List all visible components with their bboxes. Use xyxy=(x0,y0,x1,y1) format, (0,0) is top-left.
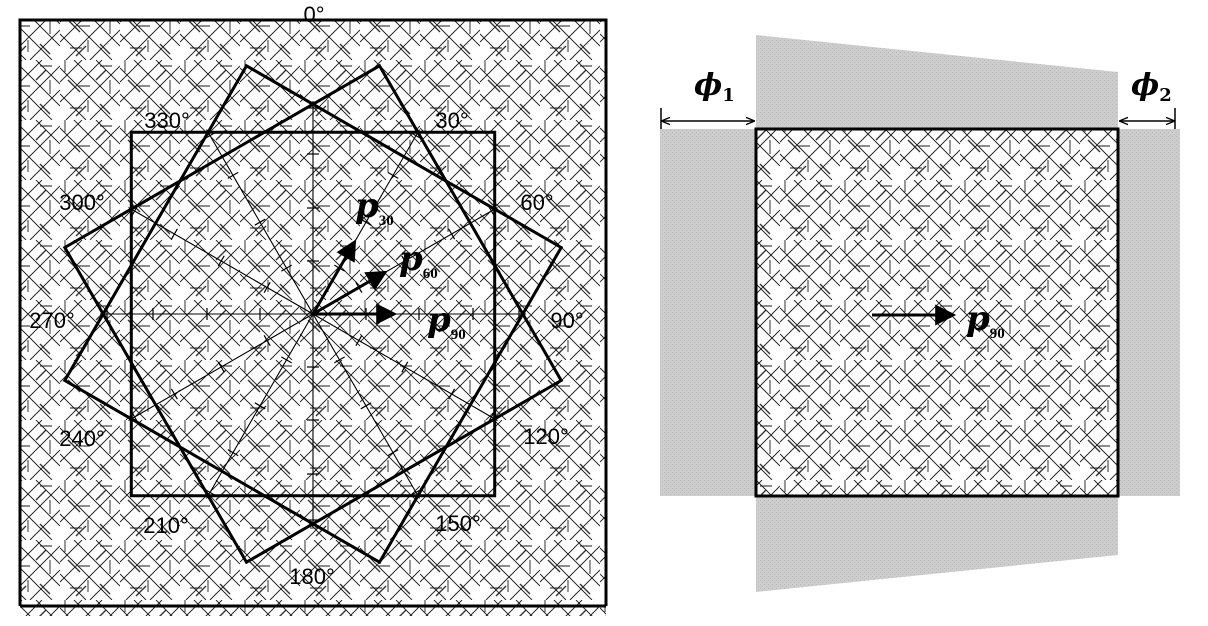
rotated-squares xyxy=(62,63,564,565)
domain-fracture-network xyxy=(754,127,1120,498)
axis-tick xyxy=(263,335,271,346)
angle-label-120: 120° xyxy=(523,424,569,449)
square-rot-60 xyxy=(62,63,564,565)
angle-label-0: 0° xyxy=(303,2,324,27)
axis-tick xyxy=(387,449,399,457)
left-boundary-region xyxy=(660,129,756,496)
axis-tick xyxy=(263,282,271,293)
angle-label-270: 270° xyxy=(29,308,75,333)
vector-arrow-p60 xyxy=(312,270,388,316)
angle-label-150: 150° xyxy=(435,511,481,536)
axis-tick xyxy=(281,356,292,364)
axis-tick xyxy=(487,205,495,217)
panel-border xyxy=(18,18,608,608)
vector-label-p60: p60 xyxy=(399,239,438,282)
vector-label-p30: p30 xyxy=(355,186,394,229)
phi1-label: ϕ1 xyxy=(694,68,735,106)
left-panel-rotated-grids: 0° 30° 60° 90° 120° 150° 180° 210° 240° 270° 300° 3… xyxy=(18,2,608,616)
axis-tick xyxy=(170,228,178,240)
axis-tick xyxy=(227,449,239,457)
axis-tick xyxy=(254,402,266,410)
bottom-boundary-region xyxy=(756,496,1118,592)
axis-tick xyxy=(401,255,409,267)
square-rot-0 xyxy=(129,130,497,498)
vector-label-p90: p90 xyxy=(427,300,466,343)
axis-tick xyxy=(355,335,363,346)
axis-tick xyxy=(217,255,225,267)
axis-tick xyxy=(254,218,266,226)
axis-tick xyxy=(131,411,139,423)
axis-tick xyxy=(401,361,409,373)
axis-tick xyxy=(360,218,372,226)
right-panel-boundary-setup: ϕ1 ϕ2 p90 xyxy=(660,35,1180,592)
axis-tick xyxy=(204,488,216,496)
angle-label-90: 90° xyxy=(550,308,583,333)
square-rot-30 xyxy=(62,63,564,565)
axis-tick xyxy=(448,228,456,240)
axis-tick xyxy=(170,388,178,400)
axis-tick xyxy=(410,132,422,140)
axis-tick xyxy=(334,356,345,364)
axis-tick xyxy=(217,361,225,373)
angle-label-30: 30° xyxy=(435,108,468,133)
angle-label-60: 60° xyxy=(520,190,553,215)
angle-label-240: 240° xyxy=(59,426,105,451)
phi2-label: ϕ2 xyxy=(1131,68,1172,106)
axis-tick xyxy=(281,264,292,272)
axis-tick xyxy=(448,388,456,400)
vector-arrow-p30 xyxy=(311,239,357,315)
axis-tick xyxy=(204,132,216,140)
angle-labels: 0° 30° 60° 90° 120° 150° 180° 210° 240° 270° 300° 3… xyxy=(29,2,583,589)
angle-label-180: 180° xyxy=(289,564,335,589)
angle-label-300: 300° xyxy=(59,190,105,215)
axis-tick xyxy=(227,171,239,179)
top-boundary-region xyxy=(756,35,1118,129)
right-boundary-region xyxy=(1118,129,1180,496)
vector-label-p90-right: p90 xyxy=(966,299,1005,342)
axis-tick xyxy=(410,488,422,496)
axis-tick xyxy=(131,205,139,217)
axis-tick xyxy=(360,402,372,410)
angle-label-330: 330° xyxy=(144,108,190,133)
angle-label-210: 210° xyxy=(143,513,189,538)
axis-tick xyxy=(487,411,495,423)
axis-tick xyxy=(387,171,399,179)
